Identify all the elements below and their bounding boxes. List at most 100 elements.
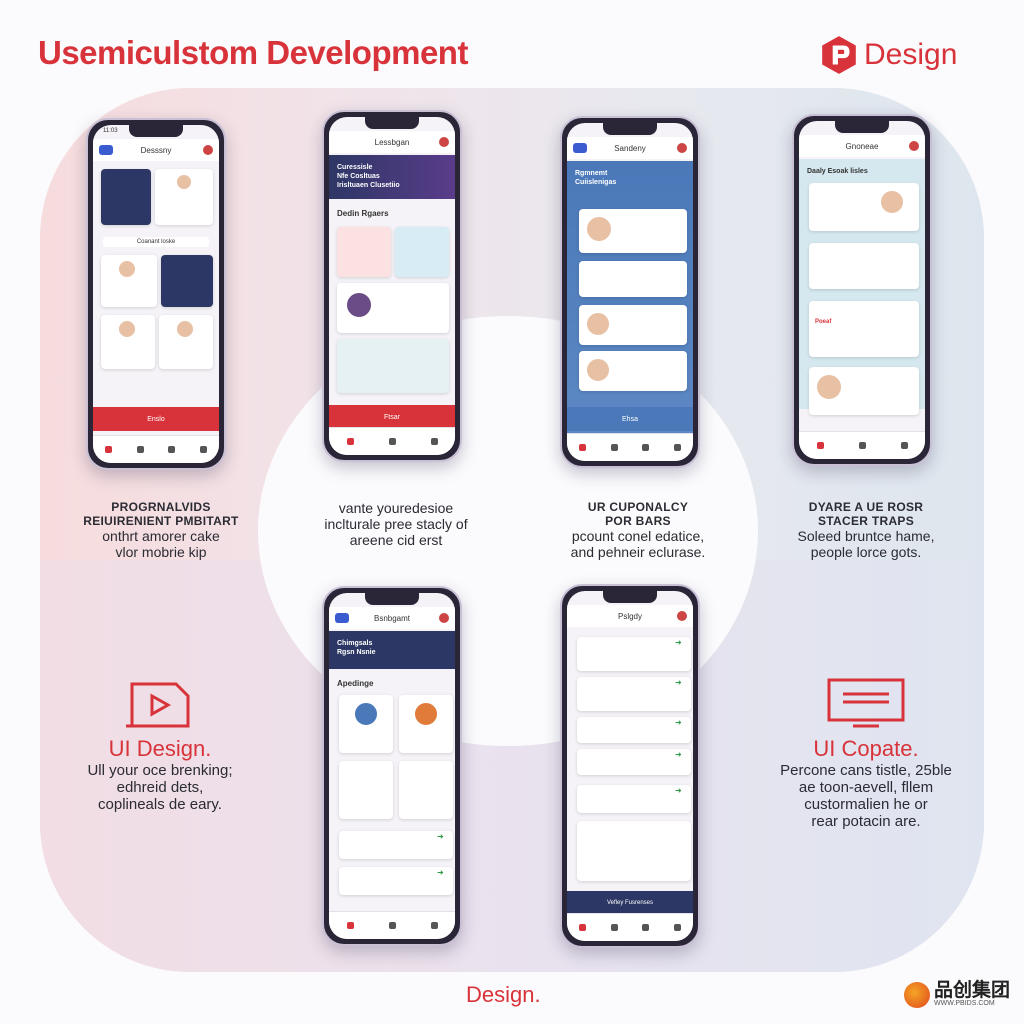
tab-third[interactable]: [642, 444, 650, 451]
list-item[interactable]: ➜: [577, 717, 691, 743]
card[interactable]: [101, 255, 157, 307]
avatar: [413, 701, 439, 727]
phone-notch: [603, 591, 657, 603]
red-banner[interactable]: Enslo: [93, 407, 219, 431]
section-title: Apedinge: [337, 679, 374, 688]
tab-fourth[interactable]: [199, 446, 207, 453]
list-item[interactable]: ➜: [577, 749, 691, 775]
tab-bar: [329, 427, 455, 455]
card[interactable]: [101, 169, 151, 225]
card[interactable]: [101, 315, 155, 369]
caption-body: pcount conel edatice, and pehneir eclura…: [570, 528, 706, 560]
card[interactable]: [337, 227, 391, 277]
list-item[interactable]: ➜: [339, 867, 453, 895]
card[interactable]: [161, 255, 213, 307]
tab-home[interactable]: [346, 922, 354, 929]
list-item[interactable]: ➜: [577, 637, 691, 671]
app-logo-icon: [99, 145, 113, 155]
card[interactable]: [579, 209, 687, 253]
tab-second[interactable]: [610, 444, 618, 451]
app-logo-icon: [573, 143, 587, 153]
list-item[interactable]: ➜: [577, 677, 691, 711]
tab-third[interactable]: [642, 924, 650, 931]
hero-banner: Rgmnemt Cuiislenigas: [567, 161, 693, 433]
tab-home[interactable]: [579, 444, 587, 451]
card[interactable]: [579, 305, 687, 345]
list-item[interactable]: ➜: [577, 785, 691, 813]
card[interactable]: [339, 761, 393, 819]
feature-body: Ull your oce brenking; edhreid dets, cop…: [87, 762, 233, 813]
caption-body: vante youredesioe inclturale pree stacly…: [324, 500, 468, 548]
avatar: [175, 173, 193, 191]
avatar-icon[interactable]: [677, 143, 687, 153]
card[interactable]: Poeaf: [809, 301, 919, 357]
list-icon: [388, 922, 396, 929]
card[interactable]: [579, 351, 687, 391]
card[interactable]: [339, 695, 393, 753]
hexagon-logo-icon: [822, 36, 856, 74]
phone-mockup-5: Bsnbgamt Chimgsals Rgsn Nsnie Apedinge ➜…: [322, 586, 462, 946]
hero-banner[interactable]: Chimgsals Rgsn Nsnie: [329, 631, 455, 669]
app-bar: Bsnbgamt: [329, 607, 455, 629]
status-bar: 11:03: [103, 128, 118, 134]
card[interactable]: [809, 367, 919, 415]
watermark-url: WWW.PBIDS.COM: [933, 1000, 995, 1007]
app-title: Sandeny: [614, 143, 646, 153]
phone-notch: [365, 117, 419, 129]
card[interactable]: [577, 821, 691, 881]
caption-body: Soleed bruntce hame, people lorce gots.: [797, 528, 935, 560]
app-bar: Desssny: [93, 139, 219, 161]
tab-third[interactable]: [430, 438, 438, 445]
list-icon: [136, 446, 144, 453]
tab-home[interactable]: [816, 442, 824, 449]
avatar-icon[interactable]: [677, 611, 687, 621]
card[interactable]: [399, 761, 453, 819]
feature-ui-copate: UI Copate. Percone cans tistle, 25ble ae…: [766, 676, 966, 830]
footer-banner[interactable]: Vefley Fusrenses: [567, 891, 693, 915]
app-title: Desssny: [140, 145, 172, 155]
tab-second[interactable]: [858, 442, 866, 449]
tab-second[interactable]: [136, 446, 144, 453]
card[interactable]: [159, 315, 213, 369]
list-item[interactable]: ➜: [339, 831, 453, 859]
avatar-icon[interactable]: [909, 141, 919, 151]
phone-mockup-1: 11:03 Desssny Coanant loske Enslo: [86, 118, 226, 470]
tab-home[interactable]: [105, 446, 113, 453]
red-banner[interactable]: Ftsar: [329, 405, 455, 429]
tab-third[interactable]: [900, 442, 908, 449]
feature-body: Percone cans tistle, 25ble ae toon-aevel…: [780, 762, 952, 830]
tab-second[interactable]: [388, 438, 396, 445]
phone-mockup-6: Pslgdy ➜ ➜ ➜ ➜ ➜ Vefley Fusrenses: [560, 584, 700, 948]
tab-third[interactable]: [168, 446, 176, 453]
tab-third[interactable]: [430, 922, 438, 929]
avatar: [345, 291, 373, 319]
list-icon: [610, 924, 618, 931]
card[interactable]: [155, 169, 213, 225]
card[interactable]: [337, 339, 449, 393]
tab-second[interactable]: [388, 922, 396, 929]
tab-home[interactable]: [579, 924, 587, 931]
phone-notch: [129, 125, 183, 137]
card[interactable]: [395, 227, 449, 277]
phone-mockup-3: Sandeny Rgmnemt Cuiislenigas Ehsa: [560, 116, 700, 468]
card[interactable]: [809, 183, 919, 231]
avatar: [585, 357, 611, 383]
caption-1: PROGRNALVIDS REIUIRENIENT PMBITART onthr…: [66, 500, 256, 560]
avatar-icon[interactable]: [439, 613, 449, 623]
card[interactable]: [809, 243, 919, 289]
avatar-icon[interactable]: [439, 137, 449, 147]
home-icon: [346, 922, 354, 929]
tab-fourth[interactable]: [673, 444, 681, 451]
tab-home[interactable]: [346, 438, 354, 445]
app-title: Lessbgan: [374, 137, 410, 147]
arrow-right-icon: ➜: [675, 786, 682, 795]
card[interactable]: [399, 695, 453, 753]
tab-fourth[interactable]: [673, 924, 681, 931]
avatar-icon[interactable]: [203, 145, 213, 155]
card[interactable]: [579, 261, 687, 297]
tab-second[interactable]: [610, 924, 618, 931]
blue-banner[interactable]: Ehsa: [567, 407, 693, 431]
card[interactable]: [337, 283, 449, 333]
hero-banner[interactable]: Curessisle Nfe Cosltuas Irisltuaen Cluse…: [329, 155, 455, 199]
video-play-icon: [126, 682, 190, 728]
